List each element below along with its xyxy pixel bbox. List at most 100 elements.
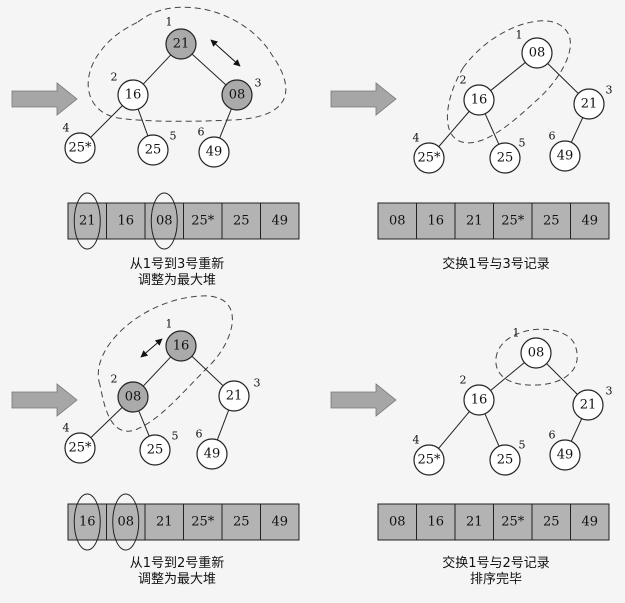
tree-node [139, 434, 171, 466]
highlight-ellipse [73, 192, 101, 250]
node-value: 16 [471, 393, 488, 408]
tree-node [521, 37, 553, 69]
array-cell-value: 16 [427, 515, 444, 530]
tree-node [137, 134, 169, 166]
node-index-label: 1 [513, 327, 520, 340]
node-index-label: 3 [606, 84, 613, 97]
node-index-label: 2 [111, 373, 118, 386]
node-value: 49 [204, 447, 221, 462]
caption-panel-4: 交换1号与2号记录 排序完毕 [376, 556, 616, 588]
array-cell-value: 16 [427, 214, 444, 229]
node-value: 21 [226, 389, 243, 404]
array-cell [416, 503, 456, 541]
array-cell [531, 202, 571, 240]
node-index-label: 2 [460, 374, 467, 387]
caption-line: 交换1号与3号记录 [442, 257, 550, 272]
tree-edge [90, 407, 123, 438]
node-index-label: 3 [255, 77, 262, 90]
node-index-label: 5 [519, 137, 526, 150]
tree-node [64, 132, 96, 164]
tree-node [413, 444, 445, 476]
tree-edge [219, 108, 232, 139]
array-cell [454, 202, 494, 240]
flow-arrow [11, 383, 78, 417]
array-cell-value: 08 [117, 515, 134, 530]
array-cell [183, 202, 223, 240]
array-cell [454, 503, 494, 541]
dashed-enclosure [97, 295, 233, 432]
node-value: 49 [206, 145, 223, 160]
tree-edge [484, 413, 500, 447]
tree-node [463, 384, 495, 416]
tree-node [413, 142, 445, 174]
node-index-label: 3 [254, 377, 261, 390]
array-cell-value: 25 [543, 515, 560, 530]
tree-edge [490, 362, 525, 391]
node-index-label: 6 [549, 130, 556, 143]
caption-line: 调整为最大堆 [137, 273, 216, 288]
array-cell-value: 25* [501, 515, 525, 530]
node-index-label: 4 [63, 122, 70, 135]
array-cell-value: 49 [271, 214, 288, 229]
array-cell-value: 25* [191, 214, 215, 229]
node-index-label: 5 [519, 439, 526, 452]
node-index-label: 4 [413, 132, 420, 145]
node-value: 25 [497, 453, 514, 468]
tree-edge [547, 63, 579, 94]
node-value: 25 [497, 151, 514, 166]
flow-arrow [11, 82, 78, 116]
array-cell-value: 08 [389, 214, 406, 229]
dashed-enclosure [495, 328, 578, 386]
caption-panel-1: 从1号到3号重新 调整为最大堆 [57, 257, 297, 289]
node-value: 25 [147, 443, 164, 458]
node-index-label: 1 [516, 29, 523, 42]
array-cell-value: 25 [233, 515, 250, 530]
array-cell-value: 49 [581, 214, 598, 229]
node-value: 25* [68, 141, 92, 156]
caption-line: 排序完毕 [469, 572, 522, 587]
caption-line: 从1号到3号重新 [129, 257, 225, 272]
array-cell-value: 21 [79, 214, 96, 229]
dashed-enclosure [447, 20, 571, 144]
array-cell-value: 25 [233, 214, 250, 229]
tree-edge [216, 409, 230, 441]
tree-node [165, 330, 197, 362]
tree-edge [90, 105, 123, 138]
node-value: 08 [528, 346, 545, 361]
tree-node [165, 28, 197, 60]
node-index-label: 6 [196, 428, 203, 441]
array-cell-value: 25* [501, 214, 525, 229]
caption-panel-2: 交换1号与3号记录 [376, 257, 616, 273]
tree-node [573, 88, 605, 120]
swap-arrow [210, 39, 241, 67]
swap-arrow [140, 338, 163, 358]
array-cell-value: 49 [271, 515, 288, 530]
array-cell [221, 503, 261, 541]
node-index-label: 6 [549, 429, 556, 442]
dashed-enclosure [87, 6, 287, 122]
node-value: 25* [417, 453, 441, 468]
tree-node [520, 337, 552, 369]
array-cell [106, 202, 146, 240]
tree-edge [484, 113, 500, 145]
array-cell [260, 503, 300, 541]
tree-edge [138, 410, 150, 437]
tree-node [489, 142, 521, 174]
tree-node [549, 140, 581, 172]
array-cell [377, 503, 417, 541]
array-cell-value: 25* [191, 515, 215, 530]
node-value: 49 [557, 448, 574, 463]
array-cell-value: 21 [466, 214, 483, 229]
tree-edge [191, 355, 224, 387]
highlight-ellipse [73, 493, 101, 551]
array-cell-value: 08 [389, 515, 406, 530]
tree-edge [438, 111, 470, 147]
node-index-label: 4 [63, 422, 70, 435]
tree-edge [137, 108, 149, 137]
flow-arrow [330, 82, 397, 116]
tree-node [489, 444, 521, 476]
array-cell [570, 202, 610, 240]
